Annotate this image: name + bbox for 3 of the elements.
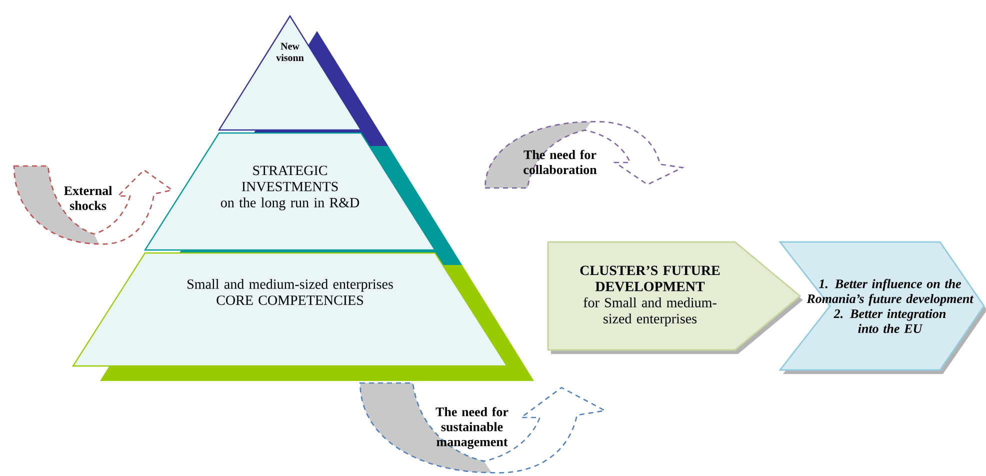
curved-callout: External shocks <box>13 165 174 245</box>
curved-callout: The need for collaboration <box>484 120 685 189</box>
curved-callout: The need for sustainable management <box>359 382 607 474</box>
